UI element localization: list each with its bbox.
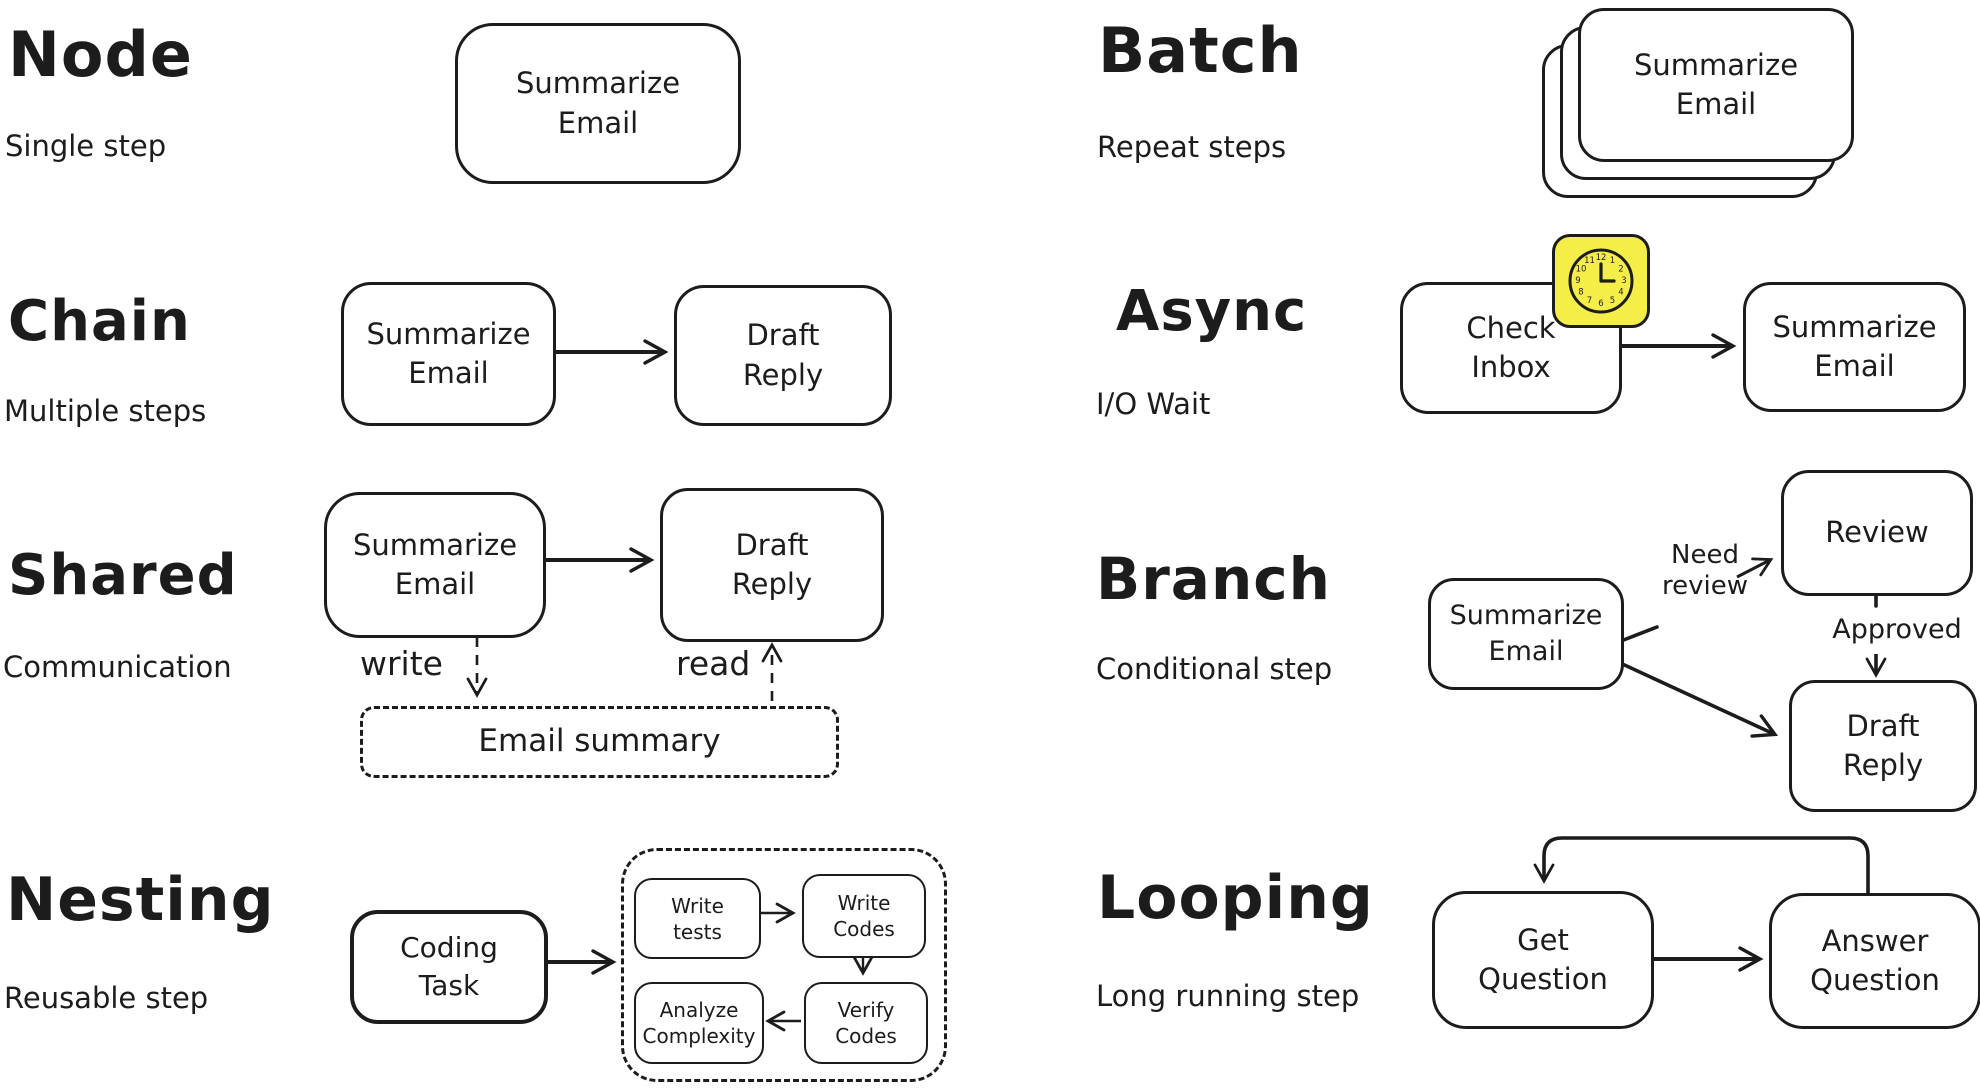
svg-text:2: 2: [1618, 265, 1623, 275]
branch-diagonal-arrow: [1617, 660, 1779, 738]
nesting-cluster-box: [621, 848, 947, 1082]
analyze-complexity-box: Analyze Complexity: [634, 982, 764, 1064]
nesting-outer-box: Coding Task: [350, 910, 548, 1024]
need-review-label: Need review: [1662, 540, 1748, 602]
svg-text:7: 7: [1587, 296, 1592, 306]
async-section-subtitle: I/O Wait: [1096, 387, 1211, 421]
looping-step2-box: Answer Question: [1769, 893, 1980, 1029]
approved-label: Approved: [1832, 614, 1962, 645]
svg-text:5: 5: [1610, 296, 1615, 306]
node-section-title: Node: [8, 18, 193, 91]
clock-icon: 12 1 2 3 4 5 6 7 8 9 10 11: [1552, 234, 1650, 328]
batch-step-box: Summarize Email: [1578, 8, 1854, 162]
batch-section-title: Batch: [1098, 14, 1303, 87]
svg-text:8: 8: [1578, 288, 1583, 298]
branch-section-subtitle: Conditional step: [1096, 652, 1333, 686]
need-review-arrow-tail: [1619, 625, 1659, 643]
verify-codes-box: Verify Codes: [804, 982, 928, 1064]
async-step2-box: Summarize Email: [1743, 282, 1966, 412]
batch-section-subtitle: Repeat steps: [1097, 130, 1287, 164]
write-codes-box: Write Codes: [802, 874, 926, 958]
shared-write-label: write: [360, 644, 443, 683]
svg-text:4: 4: [1618, 288, 1623, 298]
shared-store-box: Email summary: [360, 706, 839, 778]
async-section-title: Async: [1116, 279, 1308, 344]
branch-section-title: Branch: [1096, 545, 1331, 613]
chain-section-subtitle: Multiple steps: [4, 394, 207, 428]
shared-section-subtitle: Communication: [3, 650, 232, 684]
svg-text:12: 12: [1596, 253, 1607, 263]
node-step-box: Summarize Email: [455, 23, 741, 184]
chain-section-title: Chain: [8, 289, 191, 354]
write-tests-box: Write tests: [634, 878, 761, 959]
svg-text:10: 10: [1576, 265, 1587, 275]
branch-review-box: Review: [1781, 470, 1973, 596]
svg-text:11: 11: [1584, 256, 1595, 266]
branch-source-box: Summarize Email: [1428, 578, 1624, 690]
nesting-section-title: Nesting: [6, 865, 275, 935]
svg-text:1: 1: [1610, 256, 1615, 266]
looping-section-title: Looping: [1097, 863, 1374, 933]
svg-text:9: 9: [1575, 276, 1580, 286]
svg-text:3: 3: [1621, 276, 1626, 286]
svg-text:6: 6: [1598, 299, 1603, 309]
node-section-subtitle: Single step: [5, 129, 167, 163]
looping-step1-box: Get Question: [1432, 891, 1654, 1029]
loop-back-arrow: [1533, 836, 1870, 893]
looping-section-subtitle: Long running step: [1096, 979, 1360, 1013]
shared-section-title: Shared: [8, 543, 238, 608]
shared-step1-box: Summarize Email: [324, 492, 546, 638]
branch-target-box: Draft Reply: [1789, 680, 1977, 812]
nesting-section-subtitle: Reusable step: [4, 981, 209, 1015]
chain-step2-box: Draft Reply: [674, 285, 892, 426]
chain-step1-box: Summarize Email: [341, 282, 556, 426]
shared-step2-box: Draft Reply: [660, 488, 884, 642]
shared-read-label: read: [676, 644, 751, 683]
